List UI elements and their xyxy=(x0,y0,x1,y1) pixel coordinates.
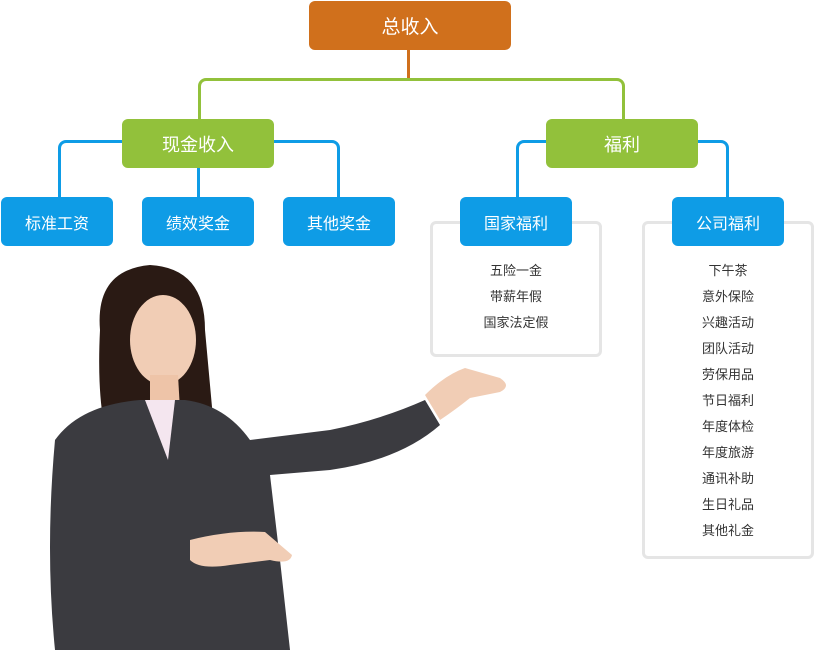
connector-welfare-left xyxy=(516,140,550,198)
connector-cash-right xyxy=(270,140,340,198)
list-item: 生日礼品 xyxy=(701,498,754,513)
performance-bonus-node: 绩效奖金 xyxy=(142,197,254,246)
company-welfare-node: 公司福利 xyxy=(672,197,784,246)
connector-cash-center xyxy=(197,167,200,198)
connector-level2 xyxy=(198,78,625,120)
connector-root xyxy=(407,50,410,80)
shirt xyxy=(145,400,175,460)
company-welfare-list: 下午茶 意外保险 兴趣活动 团队活动 劳保用品 节日福利 年度体检 年度旅游 通… xyxy=(642,259,814,545)
welfare-node: 福利 xyxy=(546,119,698,168)
left-hand xyxy=(190,531,292,567)
right-hand xyxy=(425,368,506,420)
list-item: 团队活动 xyxy=(701,342,754,357)
jacket xyxy=(50,400,440,650)
national-welfare-node: 国家福利 xyxy=(460,197,572,246)
list-item: 意外保险 xyxy=(701,290,754,305)
list-item: 劳保用品 xyxy=(701,368,754,383)
list-item: 下午茶 xyxy=(708,264,748,279)
list-item: 年度旅游 xyxy=(701,446,754,461)
list-item: 通讯补助 xyxy=(701,472,754,487)
list-item: 年度体检 xyxy=(701,420,754,435)
list-item: 其他礼金 xyxy=(701,524,754,539)
list-item: 国家法定假 xyxy=(483,316,549,331)
list-item: 五险一金 xyxy=(489,264,542,279)
face xyxy=(130,295,196,385)
national-welfare-list: 五险一金 带薪年假 国家法定假 xyxy=(430,259,602,337)
standard-salary-node: 标准工资 xyxy=(1,197,113,246)
connector-welfare-right xyxy=(694,140,729,198)
other-bonus-node: 其他奖金 xyxy=(283,197,395,246)
cash-income-node: 现金收入 xyxy=(122,119,274,168)
list-item: 兴趣活动 xyxy=(701,316,754,331)
list-item: 节日福利 xyxy=(701,394,754,409)
connector-cash-left xyxy=(58,140,128,198)
total-income-node: 总收入 xyxy=(309,1,511,50)
list-item: 带薪年假 xyxy=(489,290,542,305)
